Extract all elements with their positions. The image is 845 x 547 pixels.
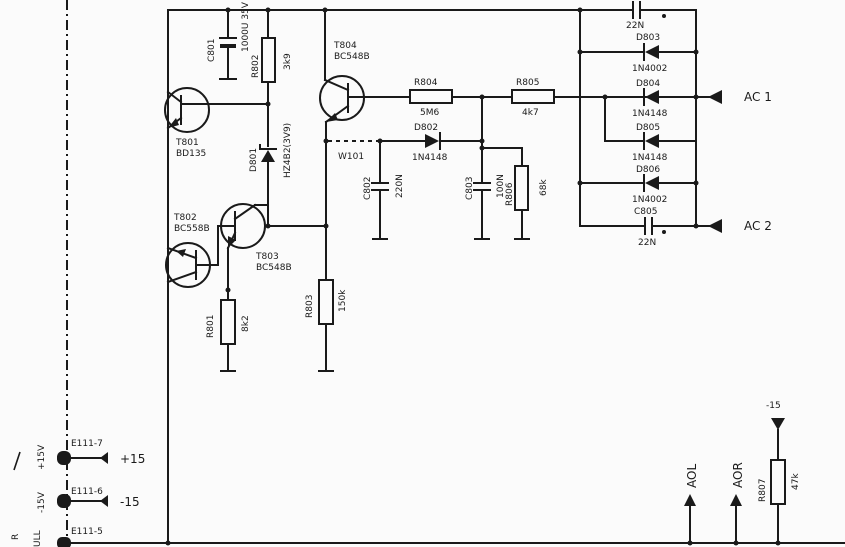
link-w101: W101	[328, 140, 380, 162]
capacitor-c802: C802 220N	[363, 140, 405, 240]
diode-d803: D803 1N4002	[579, 33, 697, 74]
diode-d802: D802 1N4148	[377, 123, 485, 163]
t801-ref: T801	[175, 138, 199, 148]
terminal-ac2: AC 2	[708, 219, 772, 233]
w101-ref: W101	[338, 152, 364, 162]
r805-value: 4k7	[522, 108, 539, 118]
ac2-label: AC 2	[744, 219, 772, 233]
d802-ref: D802	[414, 123, 438, 133]
resistor-r802: R802 3k9	[251, 7, 293, 147]
plus15-label: +15	[120, 452, 145, 466]
transistor-t804: T804 BC548B	[319, 7, 411, 281]
resistor-r806: R806 68k	[479, 145, 549, 240]
d803-value: 1N4002	[632, 64, 667, 74]
c802-ref: C802	[363, 177, 373, 200]
r801-ref: R801	[206, 315, 216, 338]
transistor-t803: T803 BC548B	[217, 203, 327, 301]
capacitor-c803: C803 100N	[465, 96, 506, 240]
resistor-r807: -15 R807 47k	[758, 401, 801, 546]
c804-value: 22N	[626, 21, 644, 31]
capacitor-c801: C801 1000U 35V	[207, 1, 251, 80]
c805-ref: C805	[634, 207, 657, 217]
terminal-aol: AOL	[684, 464, 699, 544]
r802-ref: R802	[251, 55, 261, 78]
t803-ref: T803	[255, 252, 279, 262]
diode-d805: D805 1N4148	[604, 96, 697, 163]
d804-value: 1N4148	[632, 109, 668, 119]
r803-value: 150k	[338, 289, 348, 312]
r801-value: 8k2	[241, 315, 251, 332]
c803-ref: C803	[465, 177, 475, 200]
c803-value: 100N	[496, 174, 506, 198]
d805-ref: D805	[636, 123, 660, 133]
c805-value: 22N	[638, 238, 656, 248]
capacitor-c804: 22N	[579, 1, 697, 31]
t804-ref: T804	[333, 41, 357, 51]
t802-ref: T802	[173, 213, 197, 223]
d806-value: 1N4002	[632, 195, 667, 205]
d801-value: HZ4B2(3V9)	[283, 123, 293, 178]
v-plus-label: +15V	[37, 444, 47, 470]
v-minus-label: -15V	[37, 491, 47, 513]
d801-ref: D801	[249, 148, 259, 172]
resistor-r803: R803 150k	[305, 279, 348, 372]
side-ull-label: ULL	[33, 530, 43, 547]
t802-value: BC558B	[174, 224, 210, 234]
diode-d804: D804 1N4148	[632, 79, 668, 119]
connector-e111: E111-7 +15 +15V E111-6 -15 -15V E111-5 R…	[11, 439, 145, 547]
aor-label: AOR	[731, 462, 745, 488]
e111-5-label: E111-5	[71, 527, 103, 537]
capacitor-c805: C805 22N	[579, 207, 721, 248]
d805-value: 1N4148	[632, 153, 668, 163]
resistor-r804: R804 5M6	[409, 78, 513, 118]
transistor-t801: T801 BD135	[164, 87, 211, 159]
d803-ref: D803	[636, 33, 660, 43]
r806-value: 68k	[539, 179, 549, 196]
r804-ref: R804	[414, 78, 438, 88]
diode-d806: D806 1N4002	[579, 165, 697, 205]
e111-6-label: E111-6	[71, 487, 103, 497]
d806-ref: D806	[636, 165, 660, 175]
r804-value: 5M6	[420, 108, 439, 118]
r806-ref: R806	[505, 182, 515, 206]
aol-label: AOL	[685, 464, 699, 488]
transistor-t802: T802 BC558B	[165, 213, 219, 288]
minus15-top-label: -15	[766, 401, 781, 411]
zener-d801: D801 HZ4B2(3V9)	[209, 101, 293, 219]
r807-value: 47k	[791, 473, 801, 490]
r802-value: 3k9	[283, 53, 293, 70]
minus15-label: -15	[120, 495, 140, 509]
d802-value: 1N4148	[412, 153, 448, 163]
e111-7-label: E111-7	[71, 439, 103, 449]
c802-value: 220N	[395, 174, 405, 198]
r803-ref: R803	[305, 295, 315, 318]
d804-ref: D804	[636, 79, 660, 89]
t801-value: BD135	[176, 149, 206, 159]
side-r-label: R	[11, 534, 21, 540]
r807-ref: R807	[758, 479, 768, 502]
t803-value: BC548B	[256, 263, 292, 273]
t804-value: BC548B	[334, 52, 370, 62]
resistor-r805: R805 4k7	[511, 78, 721, 118]
resistor-r801: R801 8k2	[206, 287, 251, 372]
r805-ref: R805	[516, 78, 539, 88]
c801-ref: C801	[207, 39, 217, 62]
terminal-ac1: AC 1	[708, 90, 772, 104]
ac1-label: AC 1	[744, 90, 772, 104]
terminal-aor: AOR	[730, 462, 745, 544]
c801-value: 1000U 35V	[241, 1, 251, 52]
